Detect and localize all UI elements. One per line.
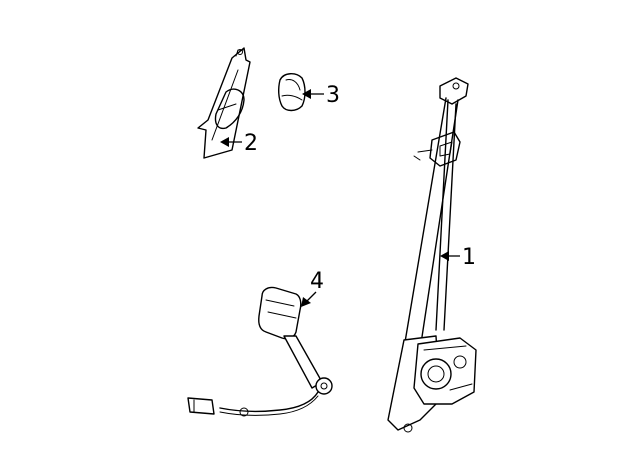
part-4-buckle-assembly[interactable] (187, 286, 333, 417)
callout-label-1: 1 (462, 245, 476, 270)
part-2-trim-cover[interactable] (197, 47, 251, 159)
callout-4: 4 (301, 269, 324, 307)
callout-1: 1 (440, 245, 476, 270)
part-1-seat-belt-assembly[interactable] (387, 77, 477, 433)
callout-3: 3 (302, 83, 340, 108)
callout-label-2: 2 (244, 131, 258, 156)
callout-2: 2 (220, 131, 258, 156)
callout-label-4: 4 (310, 269, 324, 294)
part-3-anchor-cap[interactable] (277, 73, 306, 112)
callout-label-3: 3 (326, 83, 340, 108)
